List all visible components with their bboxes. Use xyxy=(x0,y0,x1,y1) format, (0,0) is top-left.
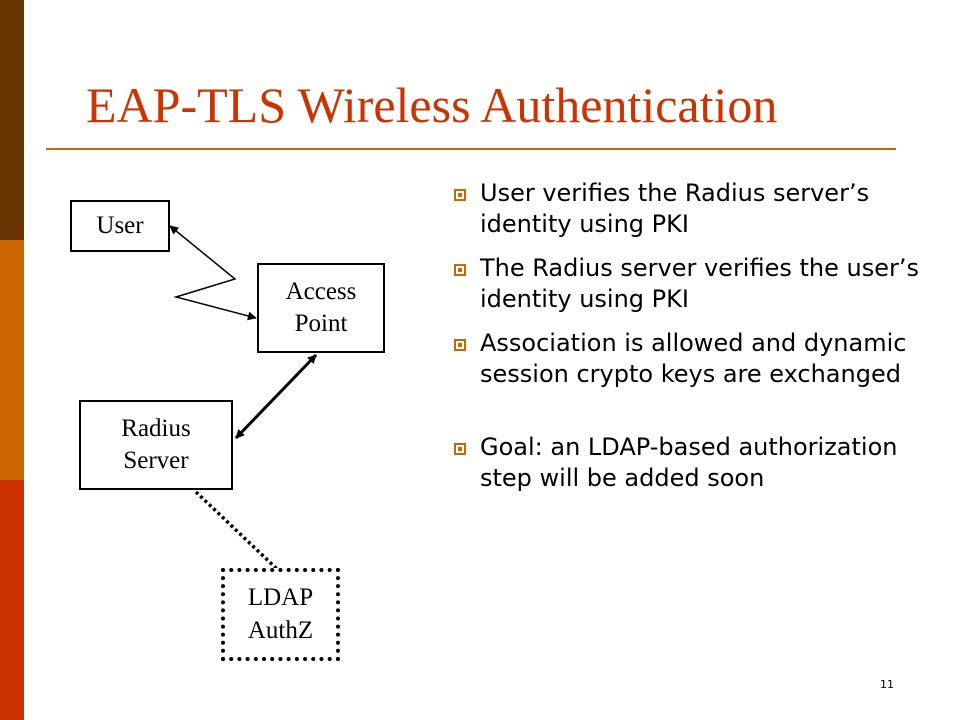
ldap-authz-node: LDAP AuthZ xyxy=(221,568,340,661)
bullet-text: Association is allowed and dynamic sessi… xyxy=(480,329,907,388)
radius-server-node: Radius Server xyxy=(79,400,233,490)
bullet-text: The Radius server verifies the user’s id… xyxy=(480,254,919,313)
side-bar-top xyxy=(0,0,24,240)
bullet-text: User verifies the Radius server’s identi… xyxy=(480,179,870,238)
wireless-link-user-ap xyxy=(169,225,257,321)
bullet-item: Association is allowed and dynamic sessi… xyxy=(454,328,924,390)
bullet-list: User verifies the Radius server’s identi… xyxy=(454,178,924,507)
ldap-authz-label-line2: AuthZ xyxy=(247,616,314,644)
bullet-item: The Radius server verifies the user’s id… xyxy=(454,253,924,315)
slide-title: EAP-TLS Wireless Authentication xyxy=(86,77,778,133)
bullet-item: Goal: an LDAP-based authorization step w… xyxy=(454,432,924,494)
access-point-label-line1: Access xyxy=(285,277,357,305)
side-bar-middle xyxy=(0,240,24,480)
square-bullet-icon xyxy=(454,189,466,201)
access-point-label-line2: Point xyxy=(294,310,348,337)
radius-server-label-line2: Server xyxy=(123,447,189,474)
link-ap-radius xyxy=(234,353,318,440)
user-node-label: User xyxy=(96,211,144,239)
bullet-item: User verifies the Radius server’s identi… xyxy=(454,178,924,240)
link-radius-ldap xyxy=(194,490,280,572)
square-bullet-icon xyxy=(454,339,466,351)
square-bullet-icon xyxy=(454,264,466,276)
title-underline xyxy=(46,148,896,150)
bullet-text: Goal: an LDAP-based authorization step w… xyxy=(480,433,898,492)
radius-server-label-line1: Radius xyxy=(121,414,191,442)
page-number: 11 xyxy=(880,678,894,691)
ldap-authz-label-line1: LDAP xyxy=(247,584,314,611)
square-bullet-icon xyxy=(454,443,466,455)
access-point-node: Access Point xyxy=(257,263,385,353)
side-bar-bottom xyxy=(0,480,24,720)
user-node: User xyxy=(70,200,170,252)
